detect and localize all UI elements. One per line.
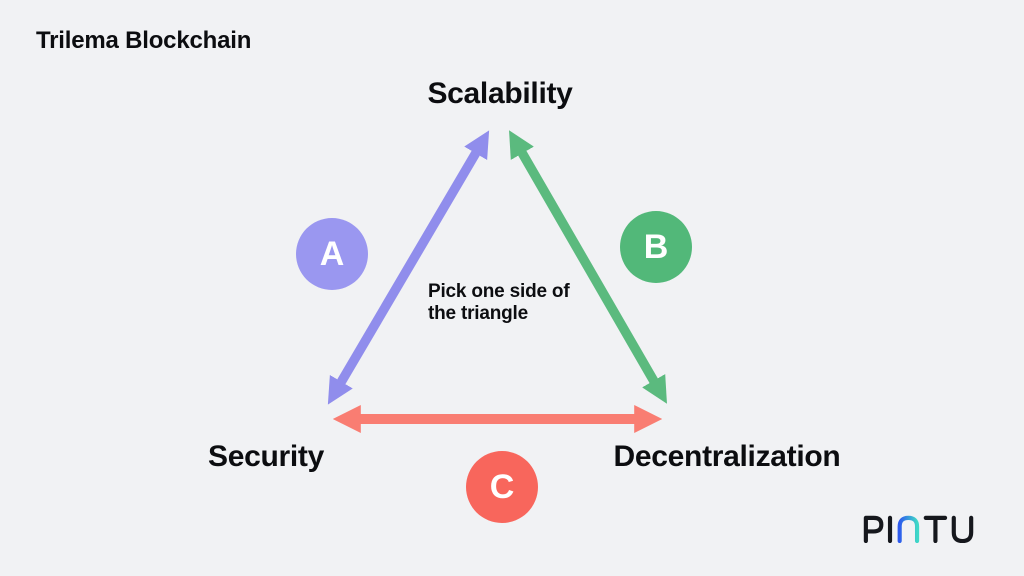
logo-letter-t [923,515,948,543]
vertex-label-scalability: Scalability [427,77,573,110]
vertex-label-security: Security [208,440,324,473]
side-a-arrow [327,130,490,405]
side-c-badge-label: C [489,467,515,506]
logo-letter-p [863,515,884,543]
side-a-badge: A [296,218,368,290]
pintu-logo [863,515,974,543]
logo-letter-u [951,515,974,543]
side-c-badge: C [466,451,538,523]
page-title: Trilema Blockchain [36,27,252,54]
vertex-label-decentralization: Decentralization [613,440,841,473]
side-b-arrow [509,130,667,404]
center-note: Pick one side of the triangle [428,281,570,325]
center-note-line-1: Pick one side of [428,281,570,302]
side-b-badge: B [620,211,692,283]
logo-letter-n [897,515,920,543]
center-note-line-2: the triangle [428,303,529,324]
side-b-badge-label: B [643,227,669,266]
side-a-badge-label: A [319,234,345,273]
